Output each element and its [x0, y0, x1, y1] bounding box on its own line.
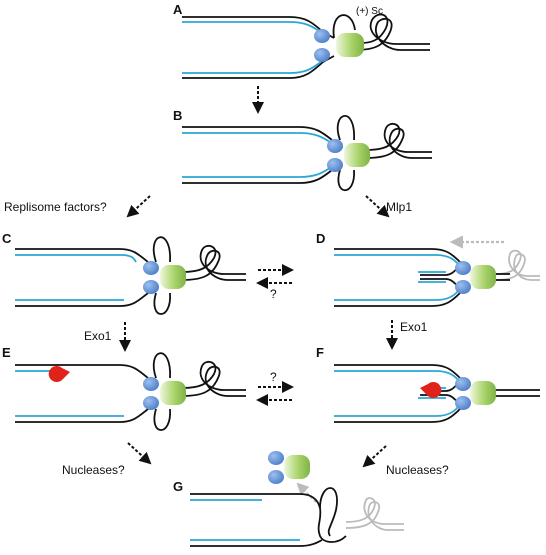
panel-b-label: B	[173, 108, 182, 123]
replisome-factors-label: Replisome factors?	[4, 200, 107, 214]
question-c-d: ?	[270, 287, 277, 301]
arrow-f-g	[362, 445, 387, 468]
panel-a-label: A	[173, 2, 183, 17]
panel-e-label: E	[2, 345, 11, 360]
nucleases-left-label: Nucleases?	[62, 463, 125, 477]
arrow-e-g	[127, 442, 152, 465]
panel-c-label: C	[2, 231, 12, 246]
exo1-pacman-icon	[48, 365, 70, 383]
panel-b: B	[173, 108, 432, 191]
panel-e: E	[2, 345, 246, 431]
panel-g: G	[173, 451, 404, 547]
panel-d: D	[316, 231, 540, 307]
mlp1-label: Mlp1	[386, 200, 412, 214]
panel-f-label: F	[316, 345, 324, 360]
exo1-right-label: Exo1	[400, 320, 428, 334]
panel-f: F	[316, 345, 540, 423]
nucleases-right-label: Nucleases?	[386, 463, 449, 477]
question-e-f: ?	[270, 370, 277, 384]
panel-d-label: D	[316, 231, 325, 246]
exo1-pacman-icon-f	[420, 381, 442, 399]
release-arrow	[296, 482, 317, 503]
arrow-b-d	[365, 195, 390, 218]
exo1-left-label: Exo1	[84, 329, 112, 343]
supercoil-label: (+) Sc	[356, 6, 383, 17]
released-replisome-icon	[268, 451, 310, 484]
panel-c: C	[2, 231, 246, 315]
arrow-b-c	[126, 195, 151, 218]
panel-g-label: G	[173, 479, 183, 494]
panel-a: A (+) Sc	[173, 2, 430, 79]
